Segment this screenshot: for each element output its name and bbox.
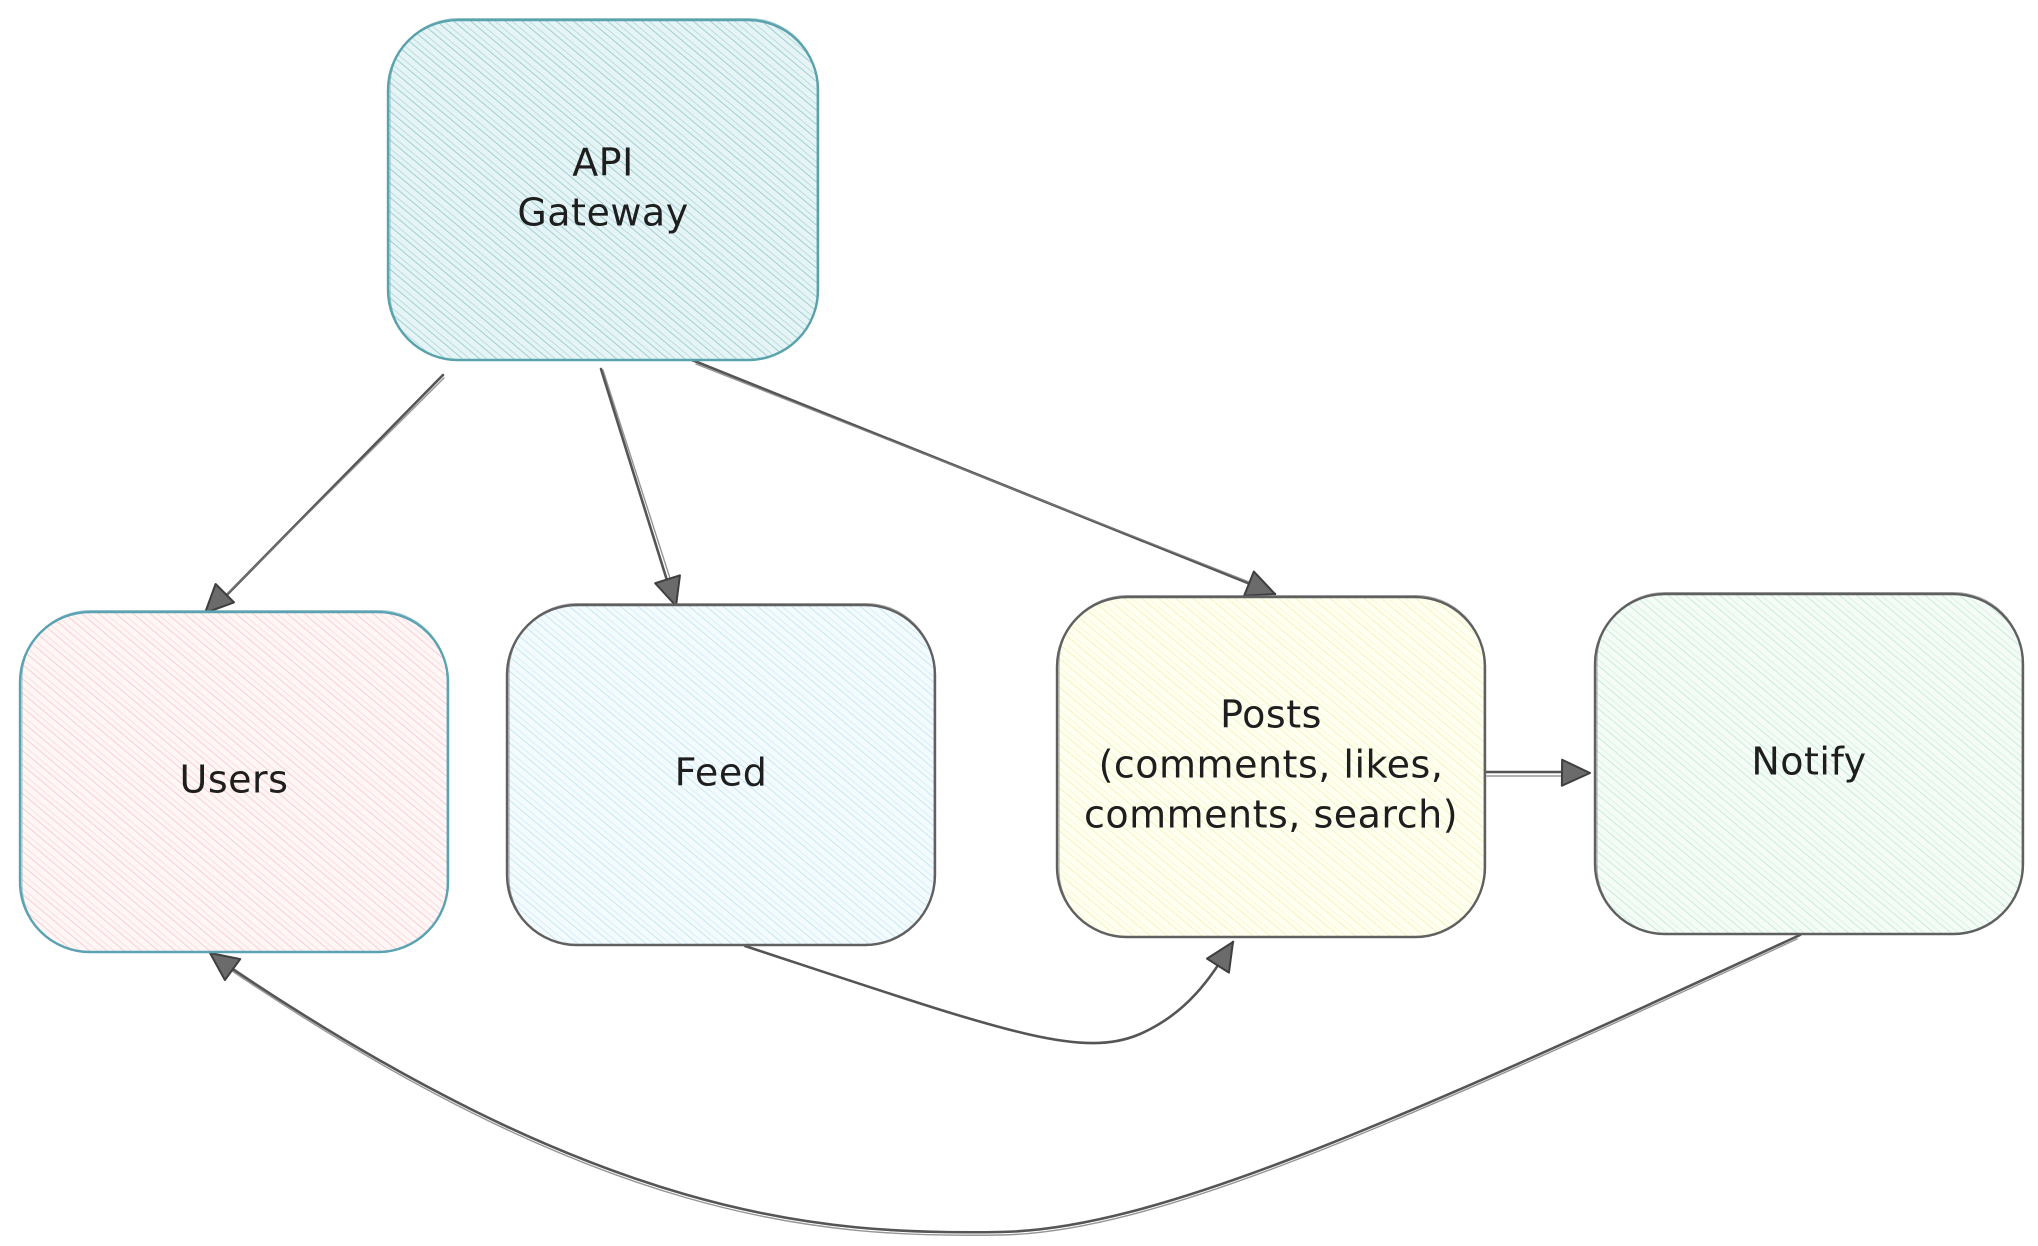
node-users[interactable]: Users xyxy=(18,609,450,954)
edge-sketch-line xyxy=(211,377,445,610)
edge-line xyxy=(210,933,1802,1234)
node-feed-fill xyxy=(507,605,935,945)
edge-line xyxy=(599,367,677,608)
node-posts-label-line: (comments, likes, xyxy=(1099,743,1444,787)
node-posts-sketch-border xyxy=(1058,594,1485,939)
node-posts-fill xyxy=(1057,597,1485,937)
node-posts[interactable]: Posts (comments, likes, comments, search) xyxy=(1055,594,1487,939)
arrowhead-icon xyxy=(654,574,681,607)
arrowhead-icon xyxy=(1243,570,1276,597)
node-feed[interactable]: Feed xyxy=(505,602,937,947)
node-notify[interactable]: Notify xyxy=(1593,591,2025,936)
node-notify-label-line: Notify xyxy=(1751,740,1866,784)
node-gateway-fill xyxy=(388,20,818,360)
edge-sketch-line xyxy=(215,938,1798,1236)
arrowhead-icon xyxy=(209,952,242,982)
node-users-sketch-border xyxy=(21,609,448,954)
node-posts-label-line: Posts xyxy=(1220,693,1322,737)
edge-sketch-line xyxy=(602,369,678,601)
node-notify-sketch-border xyxy=(1596,591,2023,936)
edge-notify-to-users[interactable] xyxy=(209,933,1802,1236)
arrowhead-icon xyxy=(204,583,235,614)
node-feed-sketch-border xyxy=(508,602,935,947)
edge-gateway-to-posts[interactable] xyxy=(690,358,1277,597)
node-notify-fill xyxy=(1595,594,2023,934)
arrowhead-icon xyxy=(1205,941,1234,974)
node-gateway-label-line: Gateway xyxy=(517,191,688,235)
edge-gateway-to-users[interactable] xyxy=(204,373,445,614)
node-gateway-sketch-border xyxy=(389,17,818,362)
node-users-fill xyxy=(20,612,448,952)
edge-line xyxy=(743,940,1235,1045)
node-gateway-label-line: API xyxy=(572,141,634,185)
arrowhead-icon xyxy=(1560,758,1591,787)
edge-gateway-to-feed[interactable] xyxy=(599,367,681,608)
node-gateway[interactable]: API Gateway xyxy=(386,17,820,362)
edge-sketch-line xyxy=(695,363,1273,592)
edge-posts-to-notify[interactable] xyxy=(1485,758,1591,787)
edges-layer xyxy=(204,358,1802,1236)
node-users-label-line: Users xyxy=(180,758,289,802)
edge-feed-to-posts[interactable] xyxy=(743,940,1235,1045)
node-feed-label-line: Feed xyxy=(675,751,768,795)
node-posts-label-line: comments, search) xyxy=(1084,793,1458,837)
